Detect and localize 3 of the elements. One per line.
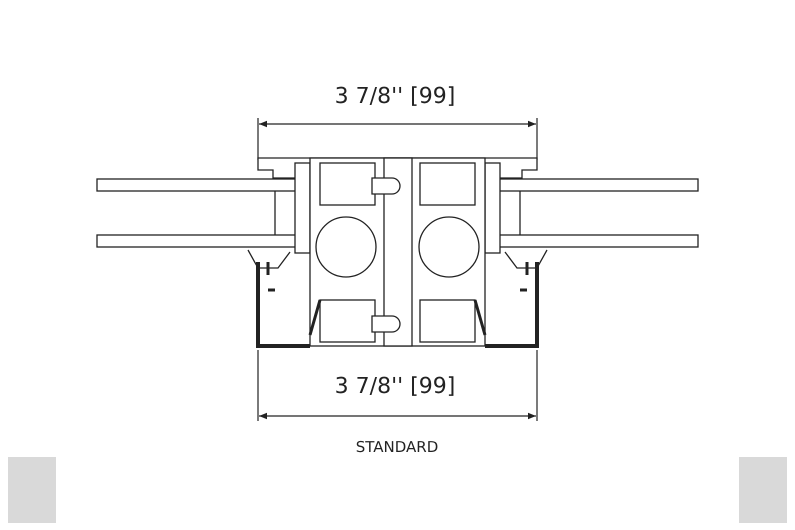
dimension-label: 3 7/8'' [99] (334, 84, 456, 109)
dimension-label: 3 7/8'' [99] (334, 374, 456, 399)
caption: STANDARD (356, 438, 438, 456)
